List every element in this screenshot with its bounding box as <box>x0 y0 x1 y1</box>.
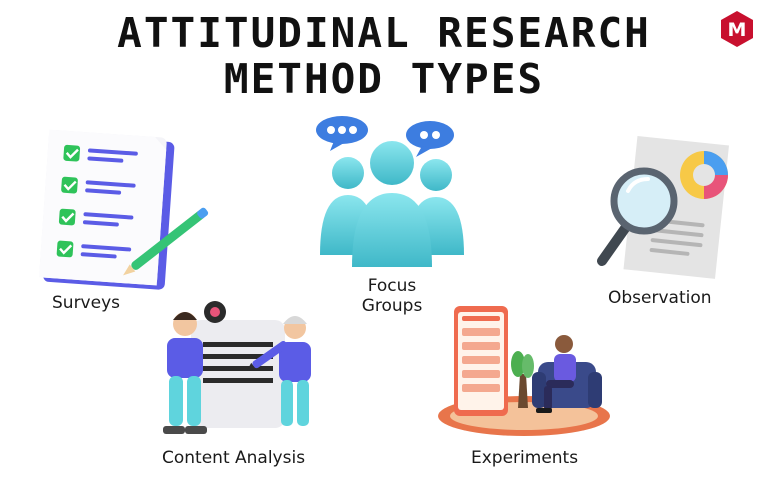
survey-clipboard-icon <box>38 129 209 290</box>
experiments-label: Experiments <box>471 448 579 468</box>
content-analysis-label: Content Analysis <box>162 448 306 468</box>
focus-group-people-icon <box>316 116 464 267</box>
people-with-document-icon <box>163 301 311 434</box>
observation-label: Observation <box>608 288 712 308</box>
title-line-2: METHOD TYPES <box>223 55 545 103</box>
magnifier-document-icon <box>597 135 729 279</box>
focus-groups-label-line-1: Focus <box>367 276 417 296</box>
logo-letter: M <box>728 19 747 41</box>
page-title: ATTITUDINAL RESEARCH METHOD TYPES <box>0 10 768 102</box>
focus-groups-label-line-2: Groups <box>361 296 423 316</box>
person-with-tablet-icon <box>438 306 610 436</box>
title-line-1: ATTITUDINAL RESEARCH <box>117 9 651 57</box>
focus-groups-label: Focus Groups <box>352 276 432 316</box>
brand-logo-icon: M <box>721 11 753 47</box>
surveys-label: Surveys <box>52 293 120 313</box>
